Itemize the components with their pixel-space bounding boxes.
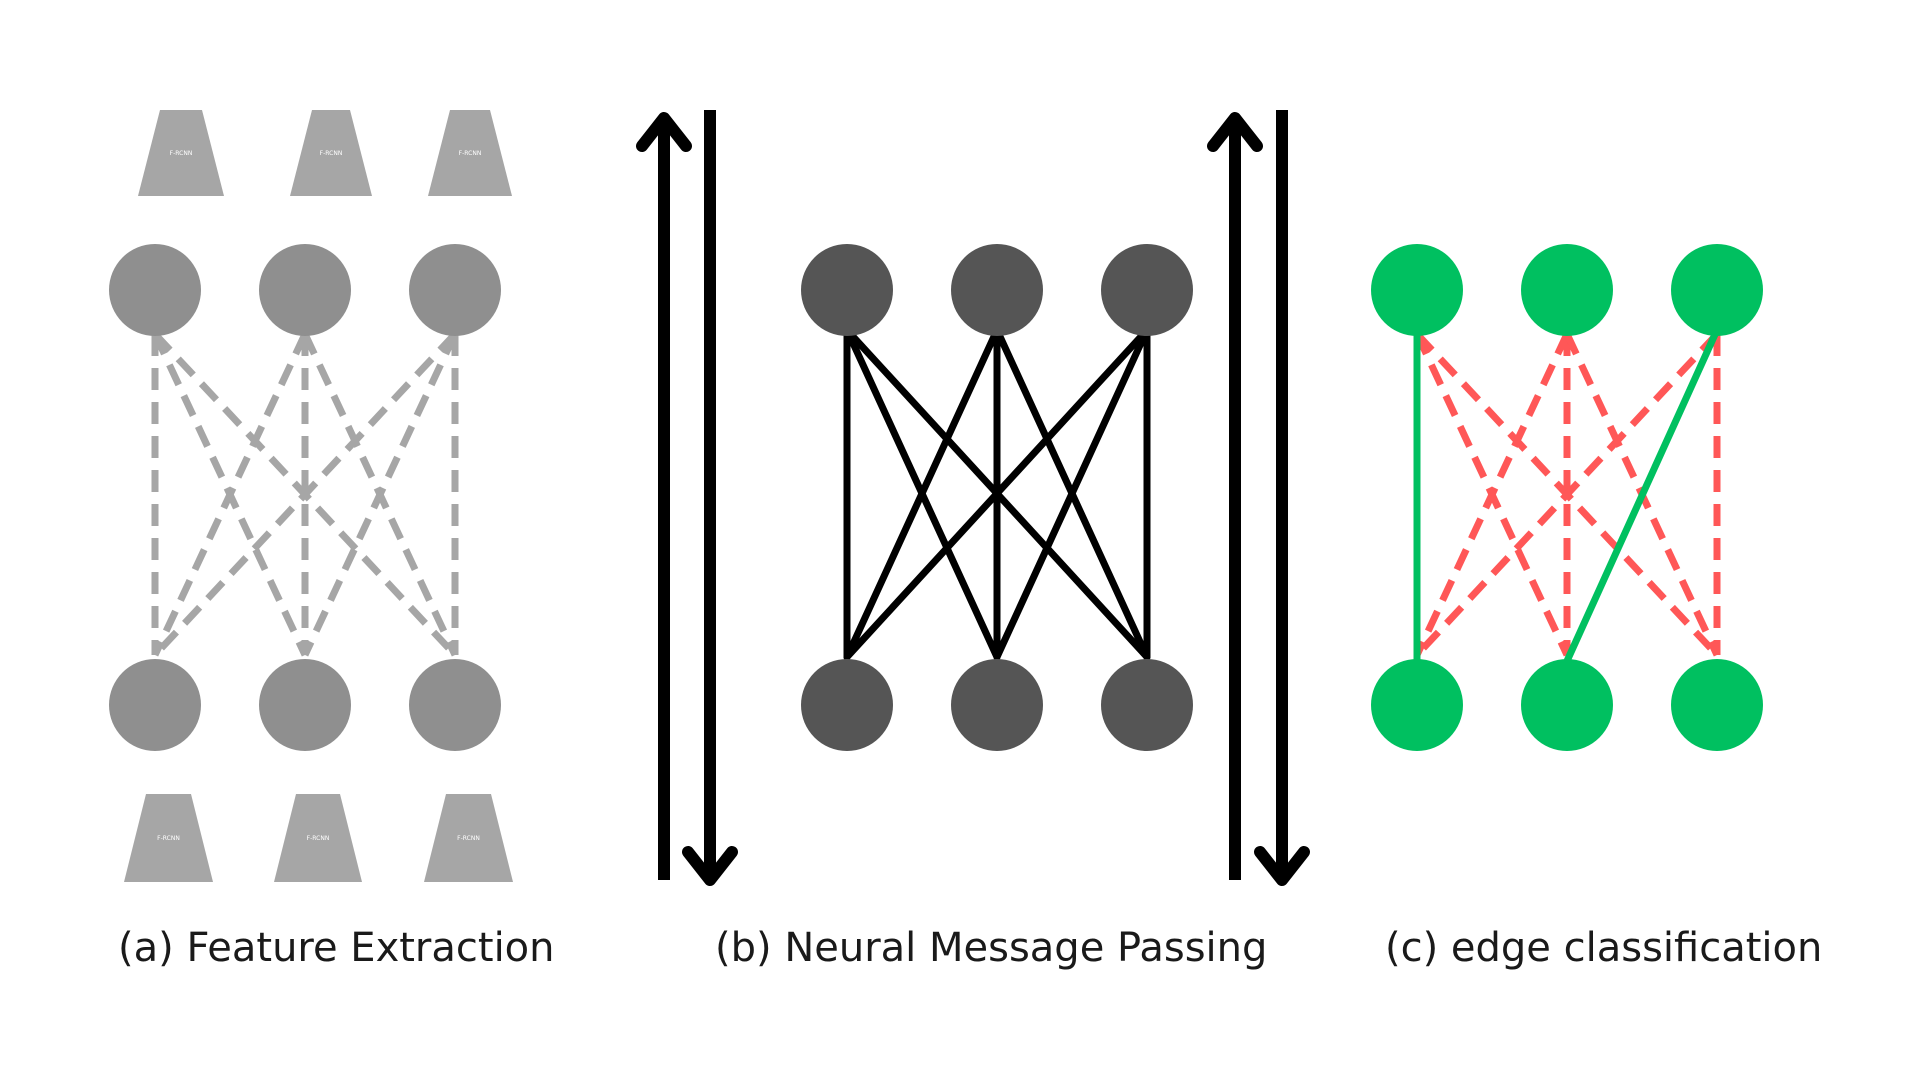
node-top-3 — [409, 244, 501, 336]
edge-3-2 — [301, 332, 459, 657]
backbone-label: F-RCNN — [170, 150, 193, 157]
node-bottom-1 — [801, 659, 893, 751]
node-top-1 — [1371, 244, 1463, 336]
backbone-bottom-1: F-RCNN — [124, 794, 213, 882]
node-bottom-1 — [109, 659, 201, 751]
bidirectional-arrow-2 — [1207, 110, 1310, 886]
edge-negative-3-1 — [1414, 331, 1720, 658]
backbone-bottom-3: F-RCNN — [424, 794, 513, 882]
down-arrow-head — [1254, 846, 1310, 886]
backbone-label: F-RCNN — [307, 835, 330, 842]
node-bottom-2 — [951, 659, 1043, 751]
caption-message-passing: (b) Neural Message Passing — [715, 925, 1268, 971]
node-top-1 — [109, 244, 201, 336]
node-bottom-1 — [1371, 659, 1463, 751]
caption-feature-extraction: (a) Feature Extraction — [118, 925, 555, 971]
node-bottom-2 — [1521, 659, 1613, 751]
node-top-3 — [1671, 244, 1763, 336]
panel-message-passing — [801, 244, 1193, 751]
backbone-trapezoid — [424, 794, 513, 882]
backbone-top-2: F-RCNN — [290, 110, 372, 196]
backbone-top-3: F-RCNN — [428, 110, 512, 196]
edge-2-1 — [843, 326, 1001, 661]
node-group — [109, 244, 501, 751]
backbone-label: F-RCNN — [320, 150, 343, 157]
backbone-trapezoid — [428, 110, 512, 196]
caption-edge-classification: (c) edge classification — [1385, 925, 1823, 971]
panel-feature-extraction: F-RCNN F-RCNN F-RCNN F-RCNN F-RCNN F-RCNN — [109, 110, 513, 882]
edge-positive-3-2 — [1563, 328, 1721, 663]
edge-2-1 — [151, 332, 309, 657]
backbone-label: F-RCNN — [457, 835, 480, 842]
edge-group — [843, 326, 1151, 661]
up-arrow-head — [636, 112, 692, 152]
backbone-trapezoid — [274, 794, 362, 882]
backbone-top-1: F-RCNN — [138, 110, 224, 196]
node-top-2 — [259, 244, 351, 336]
up-arrow-head — [1207, 112, 1263, 152]
bidirectional-arrow-1 — [636, 110, 738, 886]
node-group — [801, 244, 1193, 751]
backbone-label: F-RCNN — [459, 150, 482, 157]
node-bottom-3 — [1101, 659, 1193, 751]
node-top-2 — [951, 244, 1043, 336]
edge-3-1 — [152, 331, 458, 658]
edge-group — [1413, 328, 1721, 663]
backbone-trapezoid — [290, 110, 372, 196]
edge-3-1 — [843, 326, 1151, 661]
edge-3-2 — [993, 326, 1151, 661]
node-top-2 — [1521, 244, 1613, 336]
backbone-label: F-RCNN — [157, 835, 180, 842]
node-top-1 — [801, 244, 893, 336]
node-bottom-2 — [259, 659, 351, 751]
edge-group — [151, 331, 459, 658]
node-group — [1371, 244, 1763, 751]
panel-edge-classification — [1371, 244, 1763, 751]
backbone-bottom-2: F-RCNN — [274, 794, 362, 882]
node-top-3 — [1101, 244, 1193, 336]
backbone-trapezoid — [138, 110, 224, 196]
backbone-trapezoid — [124, 794, 213, 882]
down-arrow-head — [682, 846, 738, 886]
edge-negative-2-1 — [1413, 332, 1571, 657]
node-bottom-3 — [409, 659, 501, 751]
node-bottom-3 — [1671, 659, 1763, 751]
backbone-group: F-RCNN F-RCNN F-RCNN F-RCNN F-RCNN F-RCNN — [124, 110, 513, 882]
